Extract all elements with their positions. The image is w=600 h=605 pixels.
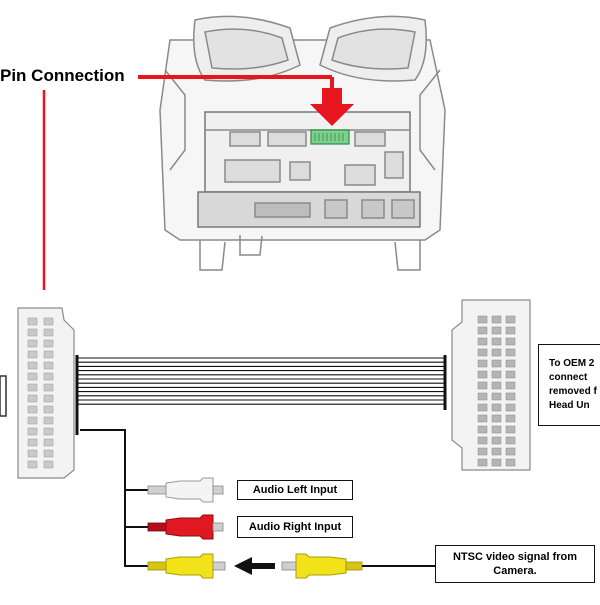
oem-connector-pin [505, 414, 516, 423]
left-arrow-icon [234, 557, 275, 575]
oem-connector-pin [477, 337, 488, 346]
oem-connector-pin [505, 403, 516, 412]
oem-connector-pin [505, 326, 516, 335]
oem-connector-pin [505, 381, 516, 390]
head-unit-drawing [159, 15, 446, 271]
oem-connector-pin [505, 425, 516, 434]
oem-connector-pin [505, 359, 516, 368]
audio-left-input-label: Audio Left Input [237, 480, 353, 500]
oem-connector-pin [477, 403, 488, 412]
left-connector-pin [43, 372, 54, 381]
left-harness-connector [0, 307, 75, 479]
oem-connector-pin [505, 392, 516, 401]
oem-connector-pin [491, 326, 502, 335]
left-connector-pin [27, 449, 38, 458]
oem-connector-pin [505, 447, 516, 456]
left-connector-pin [27, 361, 38, 370]
down-arrow-icon [310, 88, 354, 126]
oem-connector-pin [477, 348, 488, 357]
left-connector-pin [43, 350, 54, 359]
oem-connector-pin [477, 436, 488, 445]
oem-connector-pin [491, 447, 502, 456]
left-connector-pin [27, 405, 38, 414]
left-connector-pin [27, 416, 38, 425]
oem-connector-pin [505, 315, 516, 324]
left-connector-pin [43, 449, 54, 458]
oem-connector-pin [491, 436, 502, 445]
oem-connector-pin [491, 370, 502, 379]
left-connector-pin [43, 328, 54, 337]
left-connector-pin [27, 339, 38, 348]
left-connector-pin [43, 361, 54, 370]
left-connector-pin [43, 427, 54, 436]
audio-right-input-label: Audio Right Input [237, 516, 353, 538]
oem-connector-pin [477, 458, 488, 467]
target-connector-pins [314, 133, 344, 141]
left-connector-pin [43, 405, 54, 414]
left-connector-pin [43, 438, 54, 447]
oem-connector-pin [477, 392, 488, 401]
left-connector-pin [43, 416, 54, 425]
oem-connector-pin [505, 348, 516, 357]
oem-connector-pin [477, 359, 488, 368]
oem-connector-pin [491, 337, 502, 346]
rca-red-plug [147, 514, 224, 540]
left-connector-pin [27, 394, 38, 403]
oem-connector-pin [477, 414, 488, 423]
left-connector-pin [43, 339, 54, 348]
left-connector-pin [27, 372, 38, 381]
oem-connector-pin [491, 458, 502, 467]
oem-connector-pin [477, 370, 488, 379]
oem-connector-pin [477, 326, 488, 335]
rca-white-plug [147, 477, 224, 503]
pin-connection-title: Pin Connection [0, 66, 125, 85]
oem-connector-pin [491, 359, 502, 368]
oem-connector-pin [477, 447, 488, 456]
oem-connector-pin [477, 315, 488, 324]
oem-connector-pin [505, 458, 516, 467]
rca-branch-wires [80, 429, 150, 567]
left-connector-pin [27, 350, 38, 359]
oem-connector-pin [491, 392, 502, 401]
oem-connector-label: To OEM 2 connect removed f Head Un [538, 344, 600, 426]
oem-connector-pin [491, 381, 502, 390]
left-connector-pin [27, 438, 38, 447]
rca-yellow-plug [147, 553, 226, 579]
left-connector-pin [43, 383, 54, 392]
left-connector-pin [43, 394, 54, 403]
left-connector-pin [43, 317, 54, 326]
oem-connector-pin [477, 381, 488, 390]
oem-connector-pin [491, 315, 502, 324]
oem-connector-pin [505, 337, 516, 346]
oem-connector-pin [505, 436, 516, 445]
oem-connector-pin [491, 348, 502, 357]
left-connector-pin [27, 383, 38, 392]
left-connector-pin [27, 328, 38, 337]
ribbon-harness [78, 357, 444, 405]
oem-connector-pin [505, 370, 516, 379]
oem-connector-pin [491, 425, 502, 434]
oem-connector-pin [491, 414, 502, 423]
left-connector-pin [43, 460, 54, 469]
ntsc-video-signal-label: NTSC video signal from Camera. [435, 545, 595, 583]
oem-connector-pin [491, 403, 502, 412]
oem-harness-connector [451, 299, 531, 471]
left-connector-pin [27, 317, 38, 326]
left-connector-pin [27, 427, 38, 436]
target-connector [310, 129, 350, 145]
left-connector-pin [27, 460, 38, 469]
oem-connector-pin [477, 425, 488, 434]
camera-rca-yellow-plug [281, 553, 435, 579]
